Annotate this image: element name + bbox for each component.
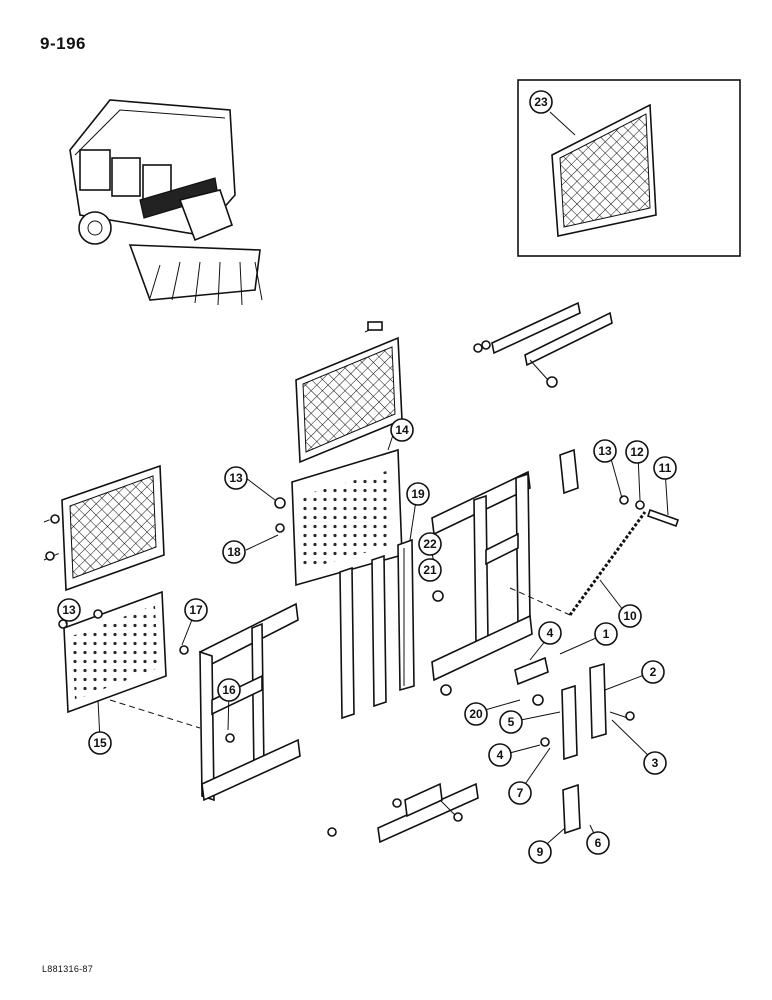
svg-text:13: 13 bbox=[229, 471, 243, 485]
upper-screen bbox=[295, 321, 403, 464]
svg-text:3: 3 bbox=[652, 756, 659, 770]
callout-13-left: 13 bbox=[57, 598, 81, 622]
cable-assembly bbox=[509, 495, 680, 616]
callout-4-lower: 4 bbox=[488, 743, 512, 767]
callout-14: 14 bbox=[390, 418, 414, 442]
left-screen bbox=[43, 464, 165, 592]
svg-text:13: 13 bbox=[598, 444, 612, 458]
callout-18: 18 bbox=[222, 540, 246, 564]
svg-text:10: 10 bbox=[623, 609, 637, 623]
svg-text:11: 11 bbox=[659, 461, 672, 475]
callout-20: 20 bbox=[464, 702, 488, 726]
svg-text:4: 4 bbox=[497, 748, 504, 762]
svg-text:4: 4 bbox=[547, 626, 554, 640]
svg-text:12: 12 bbox=[630, 445, 644, 459]
callout-13-right: 13 bbox=[593, 439, 617, 463]
callout-16: 16 bbox=[217, 678, 241, 702]
callout-5: 5 bbox=[499, 710, 523, 734]
inset-screen-panel bbox=[517, 79, 741, 257]
svg-text:16: 16 bbox=[222, 683, 236, 697]
callout-22: 22 bbox=[418, 532, 442, 556]
page-number: 9-196 bbox=[40, 34, 86, 53]
callout-12: 12 bbox=[625, 440, 649, 464]
machine-overview-illustration bbox=[69, 99, 263, 306]
callout-10: 10 bbox=[618, 604, 642, 628]
callout-6: 6 bbox=[586, 831, 610, 855]
callout-7: 7 bbox=[508, 781, 532, 805]
callout-2: 2 bbox=[641, 660, 665, 684]
svg-text:2: 2 bbox=[650, 665, 657, 679]
callout-3: 3 bbox=[643, 751, 667, 775]
callout-9: 9 bbox=[528, 840, 552, 864]
svg-text:6: 6 bbox=[595, 836, 602, 850]
svg-text:20: 20 bbox=[469, 707, 483, 721]
svg-text:7: 7 bbox=[517, 786, 524, 800]
svg-text:19: 19 bbox=[411, 487, 425, 501]
vertical-channels bbox=[339, 538, 415, 720]
callout-17: 17 bbox=[184, 598, 208, 622]
callout-4-upper: 4 bbox=[538, 621, 562, 645]
perforated-plate-15 bbox=[63, 590, 167, 714]
upper-rails bbox=[473, 301, 613, 388]
callout-23: 23 bbox=[529, 90, 553, 114]
right-frame bbox=[431, 448, 579, 682]
figure-code: L881316-87 bbox=[42, 964, 94, 974]
callout-13-upper: 13 bbox=[224, 466, 248, 490]
svg-text:17: 17 bbox=[189, 603, 203, 617]
svg-text:15: 15 bbox=[93, 736, 107, 750]
callout-19: 19 bbox=[406, 482, 430, 506]
perforated-plate-14 bbox=[291, 448, 403, 587]
svg-text:13: 13 bbox=[62, 603, 76, 617]
callout-21: 21 bbox=[418, 558, 442, 582]
svg-text:22: 22 bbox=[423, 537, 437, 551]
svg-text:23: 23 bbox=[534, 95, 548, 109]
callout-15: 15 bbox=[88, 731, 112, 755]
svg-text:21: 21 bbox=[423, 563, 437, 577]
bracket-assembly bbox=[514, 656, 629, 835]
svg-text:5: 5 bbox=[508, 715, 515, 729]
lower-bracket bbox=[377, 782, 479, 844]
svg-text:14: 14 bbox=[395, 423, 409, 437]
callout-1: 1 bbox=[594, 622, 618, 646]
svg-text:9: 9 bbox=[537, 845, 544, 859]
svg-text:1: 1 bbox=[603, 627, 610, 641]
callout-11: 11 bbox=[653, 456, 677, 480]
svg-text:18: 18 bbox=[227, 545, 241, 559]
